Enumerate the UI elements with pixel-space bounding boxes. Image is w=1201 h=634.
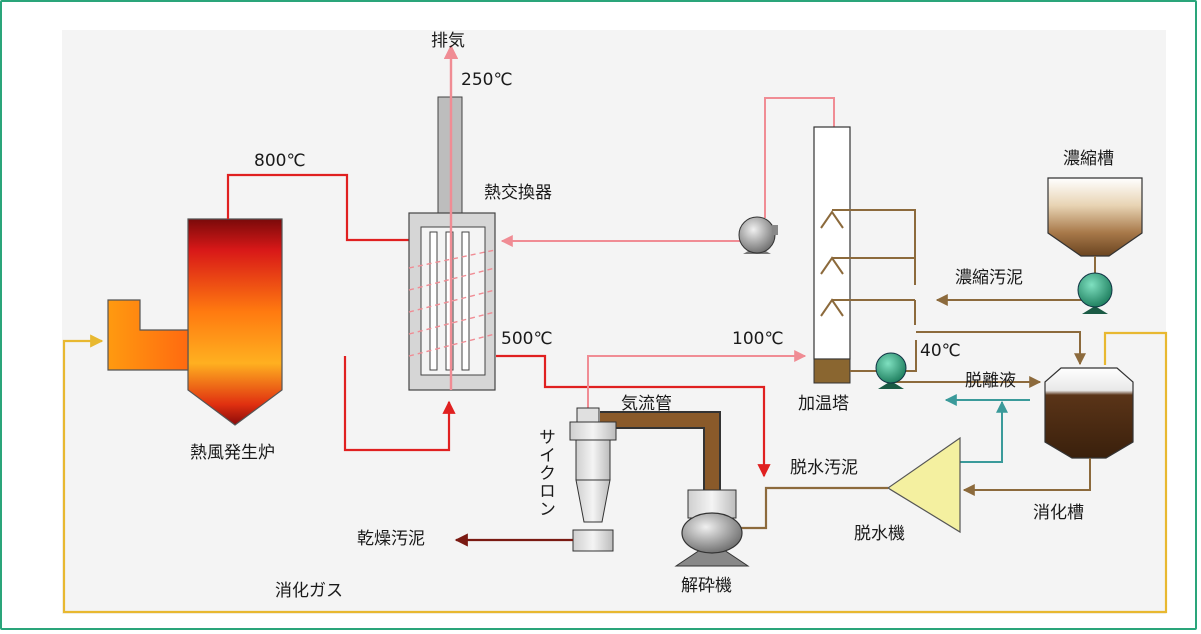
temp-500-label: 500℃ xyxy=(501,329,553,349)
thickening-pump-shape xyxy=(1077,272,1113,314)
temp-40-label: 40℃ xyxy=(920,341,961,361)
heat-exchanger-label: 熱交換器 xyxy=(484,183,552,203)
hot-gas-800-line xyxy=(226,173,409,242)
temp-250-label: 250℃ xyxy=(461,70,513,90)
crusher-shape xyxy=(674,489,750,567)
digestion-tank-shape xyxy=(1044,367,1134,459)
to-digestion-line xyxy=(916,331,1086,366)
gas-500-line xyxy=(496,354,771,478)
dewatered-sludge-line xyxy=(723,486,888,535)
digestion-tank-label: 消化槽 xyxy=(1033,503,1084,523)
heating-tower-shape xyxy=(813,126,851,384)
dewatering-machine-label: 脱水機 xyxy=(854,524,905,544)
sludge-spray-lines xyxy=(820,209,916,325)
pump-to-digester xyxy=(904,340,917,372)
thickening-tank-shape xyxy=(1047,177,1143,257)
airflow-pipe-shape xyxy=(600,411,721,492)
air-100-line xyxy=(587,350,807,408)
heating-tower-label: 加温塔 xyxy=(798,394,849,414)
hot-gas-return-line xyxy=(343,356,456,452)
digestion-gas-label: 消化ガス xyxy=(275,581,343,601)
temp-100-label: 100℃ xyxy=(732,329,784,349)
exhaust-label: 排気 xyxy=(431,31,465,51)
crusher-label: 解砕機 xyxy=(681,576,732,596)
digestion-gas-line xyxy=(62,331,1168,614)
hot-air-furnace-label: 熱風発生炉 xyxy=(190,443,275,463)
circulation-pump-shape xyxy=(875,352,907,389)
thickened-sludge-label: 濃縮汚泥 xyxy=(955,268,1023,288)
cyclone-shape xyxy=(569,407,617,552)
blower-pump-shape xyxy=(738,216,778,254)
airflow-pipe-label: 気流管 xyxy=(621,394,672,414)
separated-liquid-line xyxy=(960,400,1008,463)
temp-800-label: 800℃ xyxy=(254,151,306,171)
warm-air-loop xyxy=(764,97,835,218)
hot-air-furnace-shape xyxy=(107,218,283,426)
dried-sludge-label: 乾燥汚泥 xyxy=(357,529,425,549)
thickening-tank-label: 濃縮槽 xyxy=(1063,149,1114,169)
dewatered-sludge-label: 脱水汚泥 xyxy=(790,458,858,478)
cyclone-label: サイクロン xyxy=(535,428,555,518)
separated-liquid-label: 脱離液 xyxy=(965,371,1016,391)
dewatering-machine-shape xyxy=(886,436,961,534)
digester-outlet-line xyxy=(962,458,1091,496)
